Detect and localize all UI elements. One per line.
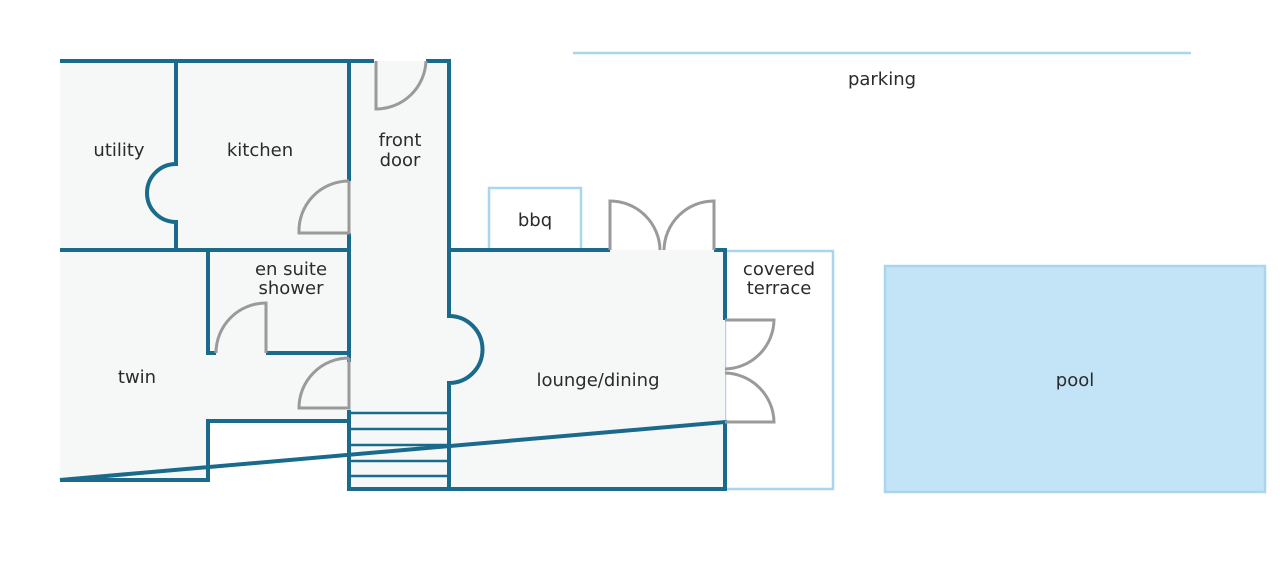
front-door-label-line1: front xyxy=(379,130,422,151)
covered-terrace-label-line1: covered xyxy=(743,259,815,280)
covered-terrace-label-line2: terrace xyxy=(747,278,812,299)
bbq-label: bbq xyxy=(518,210,552,231)
hall-lounge-wall xyxy=(447,250,485,489)
parking-label: parking xyxy=(848,69,916,90)
outer-wall xyxy=(59,59,727,491)
ensuite-wall xyxy=(206,250,351,362)
lounge-dining-label: lounge/dining xyxy=(536,370,659,391)
bbq-double-door-right[interactable] xyxy=(662,199,716,251)
doors xyxy=(214,60,776,424)
terrace-double-door-bottom[interactable] xyxy=(724,371,776,424)
walls xyxy=(59,59,727,491)
kitchen-label: kitchen xyxy=(227,140,293,161)
ensuite-label-line2: shower xyxy=(259,278,325,299)
utility-label: utility xyxy=(93,140,145,161)
terrace-double-door-top[interactable] xyxy=(724,318,776,371)
ensuite-label-line1: en suite xyxy=(255,259,327,280)
utility-kitchen-wall xyxy=(145,61,178,250)
pool xyxy=(883,264,1267,494)
ensuite-door[interactable] xyxy=(214,301,268,354)
covered-terrace xyxy=(723,249,835,491)
stairs xyxy=(351,411,447,478)
interior-floor xyxy=(60,61,725,489)
front-door-label-line2: door xyxy=(380,150,421,171)
bbq-double-door-left[interactable] xyxy=(608,199,662,251)
pool-label: pool xyxy=(1056,370,1094,391)
twin-door[interactable] xyxy=(297,356,351,410)
front-door[interactable] xyxy=(374,60,428,111)
twin-label: twin xyxy=(118,367,156,388)
kitchen-door[interactable] xyxy=(297,179,351,235)
